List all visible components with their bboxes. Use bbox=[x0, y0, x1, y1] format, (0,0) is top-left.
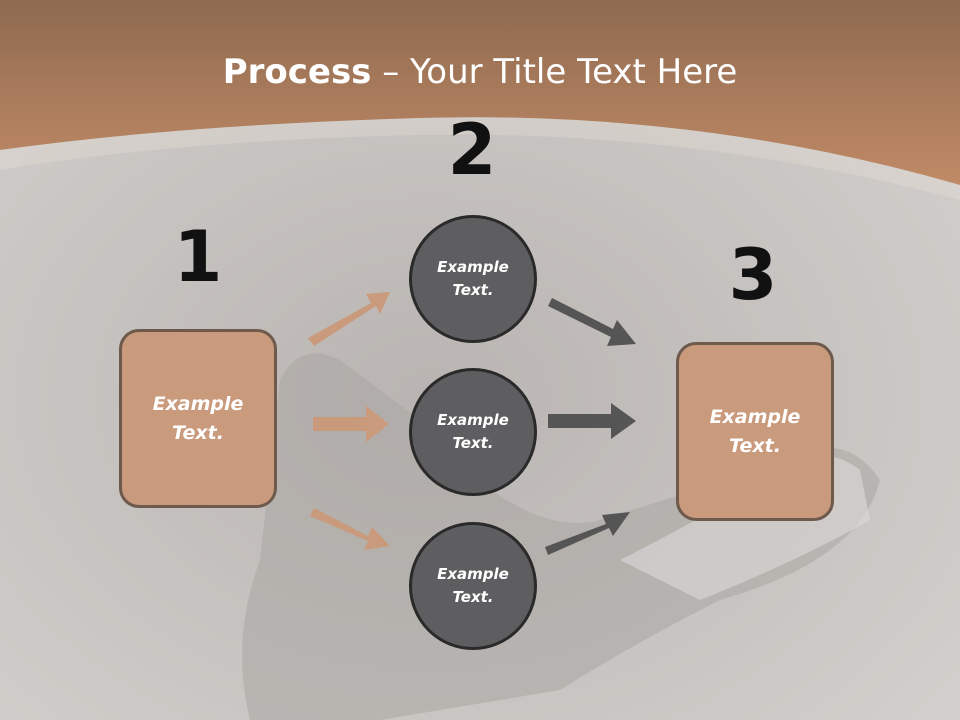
step-number-1: 1 bbox=[173, 216, 223, 298]
process-node-2-text: Example Text. bbox=[437, 411, 509, 452]
step-number-2: 2 bbox=[447, 109, 497, 191]
slide-title: Process – Your Title Text Here bbox=[0, 52, 960, 92]
title-bold: Process bbox=[222, 52, 372, 92]
process-node-3-text: Example Text. bbox=[437, 565, 509, 606]
process-node-1-text: Example Text. bbox=[437, 258, 509, 299]
step-number-3: 3 bbox=[728, 234, 778, 316]
process-node-3: Example Text. bbox=[409, 522, 537, 650]
end-box-text: Example Text. bbox=[709, 405, 801, 457]
process-node-2: Example Text. bbox=[409, 368, 537, 496]
start-box: Example Text. bbox=[119, 329, 277, 508]
end-box: Example Text. bbox=[676, 342, 834, 521]
process-node-1: Example Text. bbox=[409, 215, 537, 343]
start-box-text: Example Text. bbox=[152, 392, 244, 444]
title-rest: – Your Title Text Here bbox=[371, 52, 738, 92]
